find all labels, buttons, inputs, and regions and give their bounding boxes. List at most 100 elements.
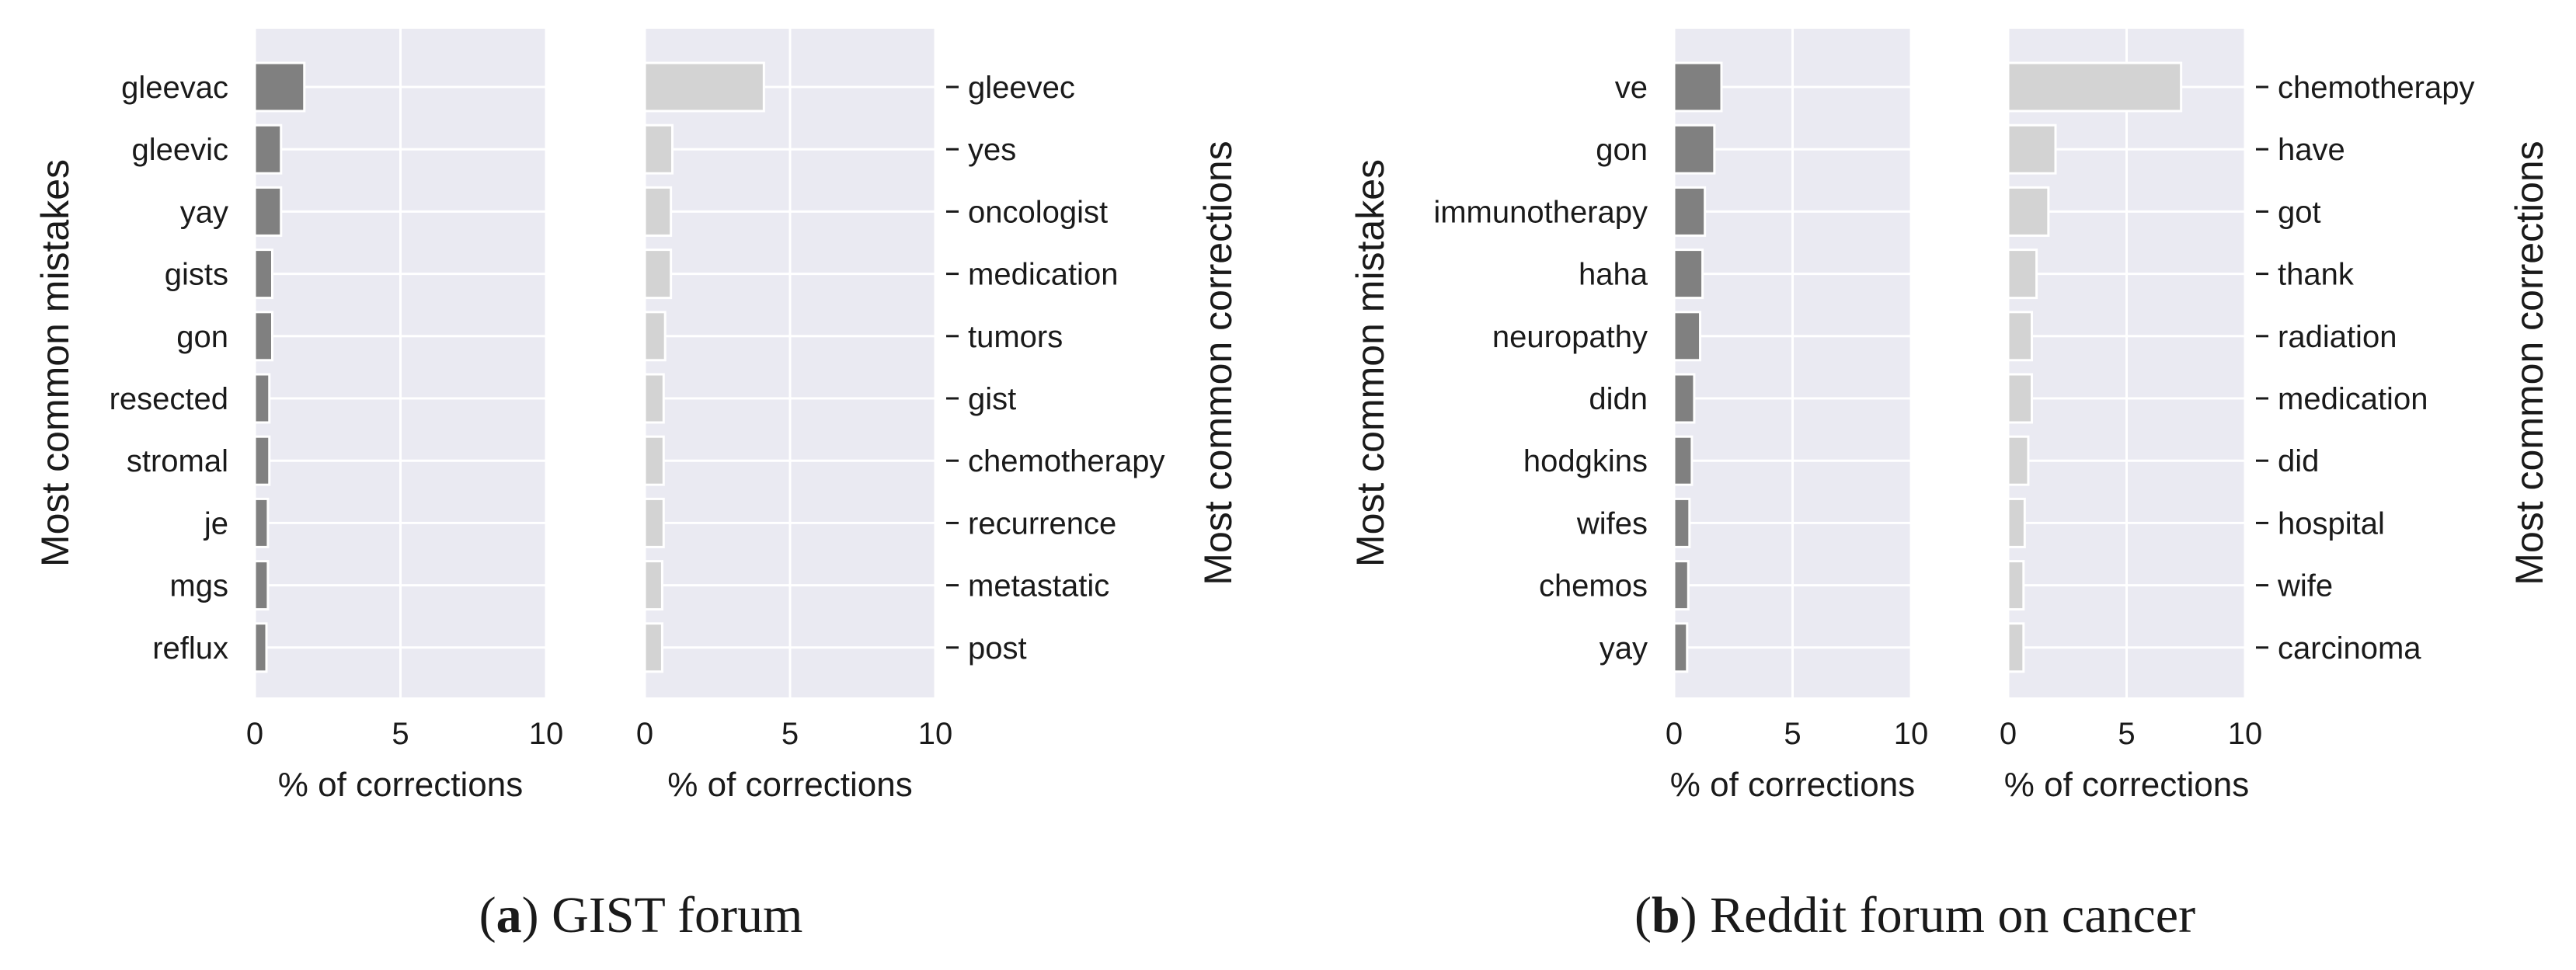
bar-didn <box>1673 373 1696 424</box>
category-label: tumors <box>968 320 1063 354</box>
caption-letter: b <box>1652 887 1680 944</box>
bar-radiation <box>2007 311 2033 362</box>
category-label: yay <box>180 195 228 229</box>
category-label: hospital <box>2278 506 2385 541</box>
bar-gleevac <box>253 61 306 113</box>
category-label: reflux <box>152 631 228 666</box>
category-label: did <box>2278 444 2319 478</box>
category-label: got <box>2278 195 2321 229</box>
category-label: yay <box>1600 631 1648 666</box>
bar-neuropathy <box>1673 311 1702 362</box>
bar-recurrence <box>643 497 665 548</box>
category-label: carcinoma <box>2278 631 2421 666</box>
bar-got <box>2007 186 2050 237</box>
x-tick-label: 10 <box>529 717 564 751</box>
bar-yay <box>1673 622 1689 673</box>
category-label: medication <box>968 258 1118 292</box>
y-axis-label: Most common corrections <box>1196 141 1240 585</box>
category-label: oncologist <box>968 195 1108 229</box>
x-tick-label: 10 <box>2228 717 2263 751</box>
bar-have <box>2007 123 2057 175</box>
category-label: hodgkins <box>1523 444 1648 478</box>
y-axis-label: Most common mistakes <box>33 159 77 567</box>
x-tick-label: 5 <box>2118 717 2135 751</box>
chart-panel-3: vegonimmunotherapyhahaneuropathydidnhodg… <box>1349 29 1928 804</box>
category-label: chemotherapy <box>968 444 1164 478</box>
y-axis-label: Most common mistakes <box>1349 159 1392 567</box>
category-label: gon <box>1596 133 1648 167</box>
bar-medication <box>643 249 673 300</box>
figure-caption-b: (b) Reddit forum on cancer <box>1634 887 2195 944</box>
category-label: chemos <box>1539 569 1648 603</box>
bar-carcinoma <box>2007 622 2025 673</box>
chart-panel-2: gleevecyesoncologistmedicationtumorsgist… <box>636 29 1240 804</box>
bar-metastatic <box>643 560 663 611</box>
bar-hospital <box>2007 497 2026 548</box>
category-label: chemotherapy <box>2278 71 2474 105</box>
x-axis-label: % of corrections <box>278 766 523 804</box>
chart-panel-4: chemotherapy have got thank radiation medicat… <box>2000 29 2551 804</box>
chart-panel-1: gleevac gleevic yay gists gon resected stromal… <box>33 29 563 804</box>
bar-chemos <box>1673 560 1690 611</box>
bar-haha <box>1673 249 1704 300</box>
x-tick-label: 0 <box>2000 717 2017 751</box>
bar-chemotherapy <box>643 435 665 486</box>
bar-wife <box>2007 560 2025 611</box>
bar-wifes <box>1673 497 1691 548</box>
bar-gleevec <box>643 61 765 113</box>
x-tick-label: 5 <box>392 717 409 751</box>
y-axis-label: Most common corrections <box>2508 141 2551 585</box>
category-label: mgs <box>169 569 228 603</box>
caption-text: Reddit forum on cancer <box>1710 887 2195 944</box>
bar-resected <box>253 373 271 424</box>
x-tick-label: 0 <box>246 717 263 751</box>
x-tick-label: 0 <box>1666 717 1683 751</box>
bar-chemotherapy <box>2007 61 2183 113</box>
category-label: stromal <box>127 444 228 478</box>
bar-mgs <box>253 560 270 611</box>
bar-tumors <box>643 311 667 362</box>
category-label: wifes <box>1576 506 1648 541</box>
bar-oncologist <box>643 186 673 237</box>
bar-reflux <box>253 622 268 673</box>
category-label: didn <box>1589 382 1648 416</box>
x-tick-label: 10 <box>1894 717 1929 751</box>
category-label: gleevic <box>131 133 228 167</box>
bar-did <box>2007 435 2030 486</box>
caption-letter: a <box>496 887 522 944</box>
category-label: thank <box>2278 258 2355 292</box>
category-label: gon <box>176 320 228 354</box>
category-label: gists <box>165 258 228 292</box>
figure-caption-a: (a) GIST forum <box>479 887 803 944</box>
category-label: recurrence <box>968 506 1116 541</box>
bar-gleevic <box>253 123 283 175</box>
caption-text: GIST forum <box>552 887 802 944</box>
bar-hodgkins <box>1673 435 1694 486</box>
category-label: radiation <box>2278 320 2397 354</box>
bar-stromal <box>253 435 271 486</box>
bar-ve <box>1673 61 1723 113</box>
category-label: have <box>2278 133 2345 167</box>
x-axis-label: % of corrections <box>667 766 912 804</box>
x-tick-label: 5 <box>782 717 799 751</box>
bar-immunotherapy <box>1673 186 1707 237</box>
category-label: je <box>204 506 228 541</box>
category-label: gleevac <box>121 71 228 105</box>
x-tick-label: 0 <box>636 717 653 751</box>
bar-gon <box>1673 123 1716 175</box>
category-label: medication <box>2278 382 2428 416</box>
x-axis-label: % of corrections <box>2004 766 2249 804</box>
bar-je <box>253 497 270 548</box>
bar-gists <box>253 249 273 300</box>
bar-thank <box>2007 249 2038 300</box>
category-label: metastatic <box>968 569 1109 603</box>
category-label: haha <box>1579 258 1648 292</box>
x-tick-label: 10 <box>918 717 953 751</box>
category-label: post <box>968 631 1027 666</box>
category-label: wife <box>2277 569 2333 603</box>
bar-gon <box>253 311 273 362</box>
bar-gist <box>643 373 665 424</box>
bar-yay <box>253 186 283 237</box>
category-label: resected <box>110 382 228 416</box>
